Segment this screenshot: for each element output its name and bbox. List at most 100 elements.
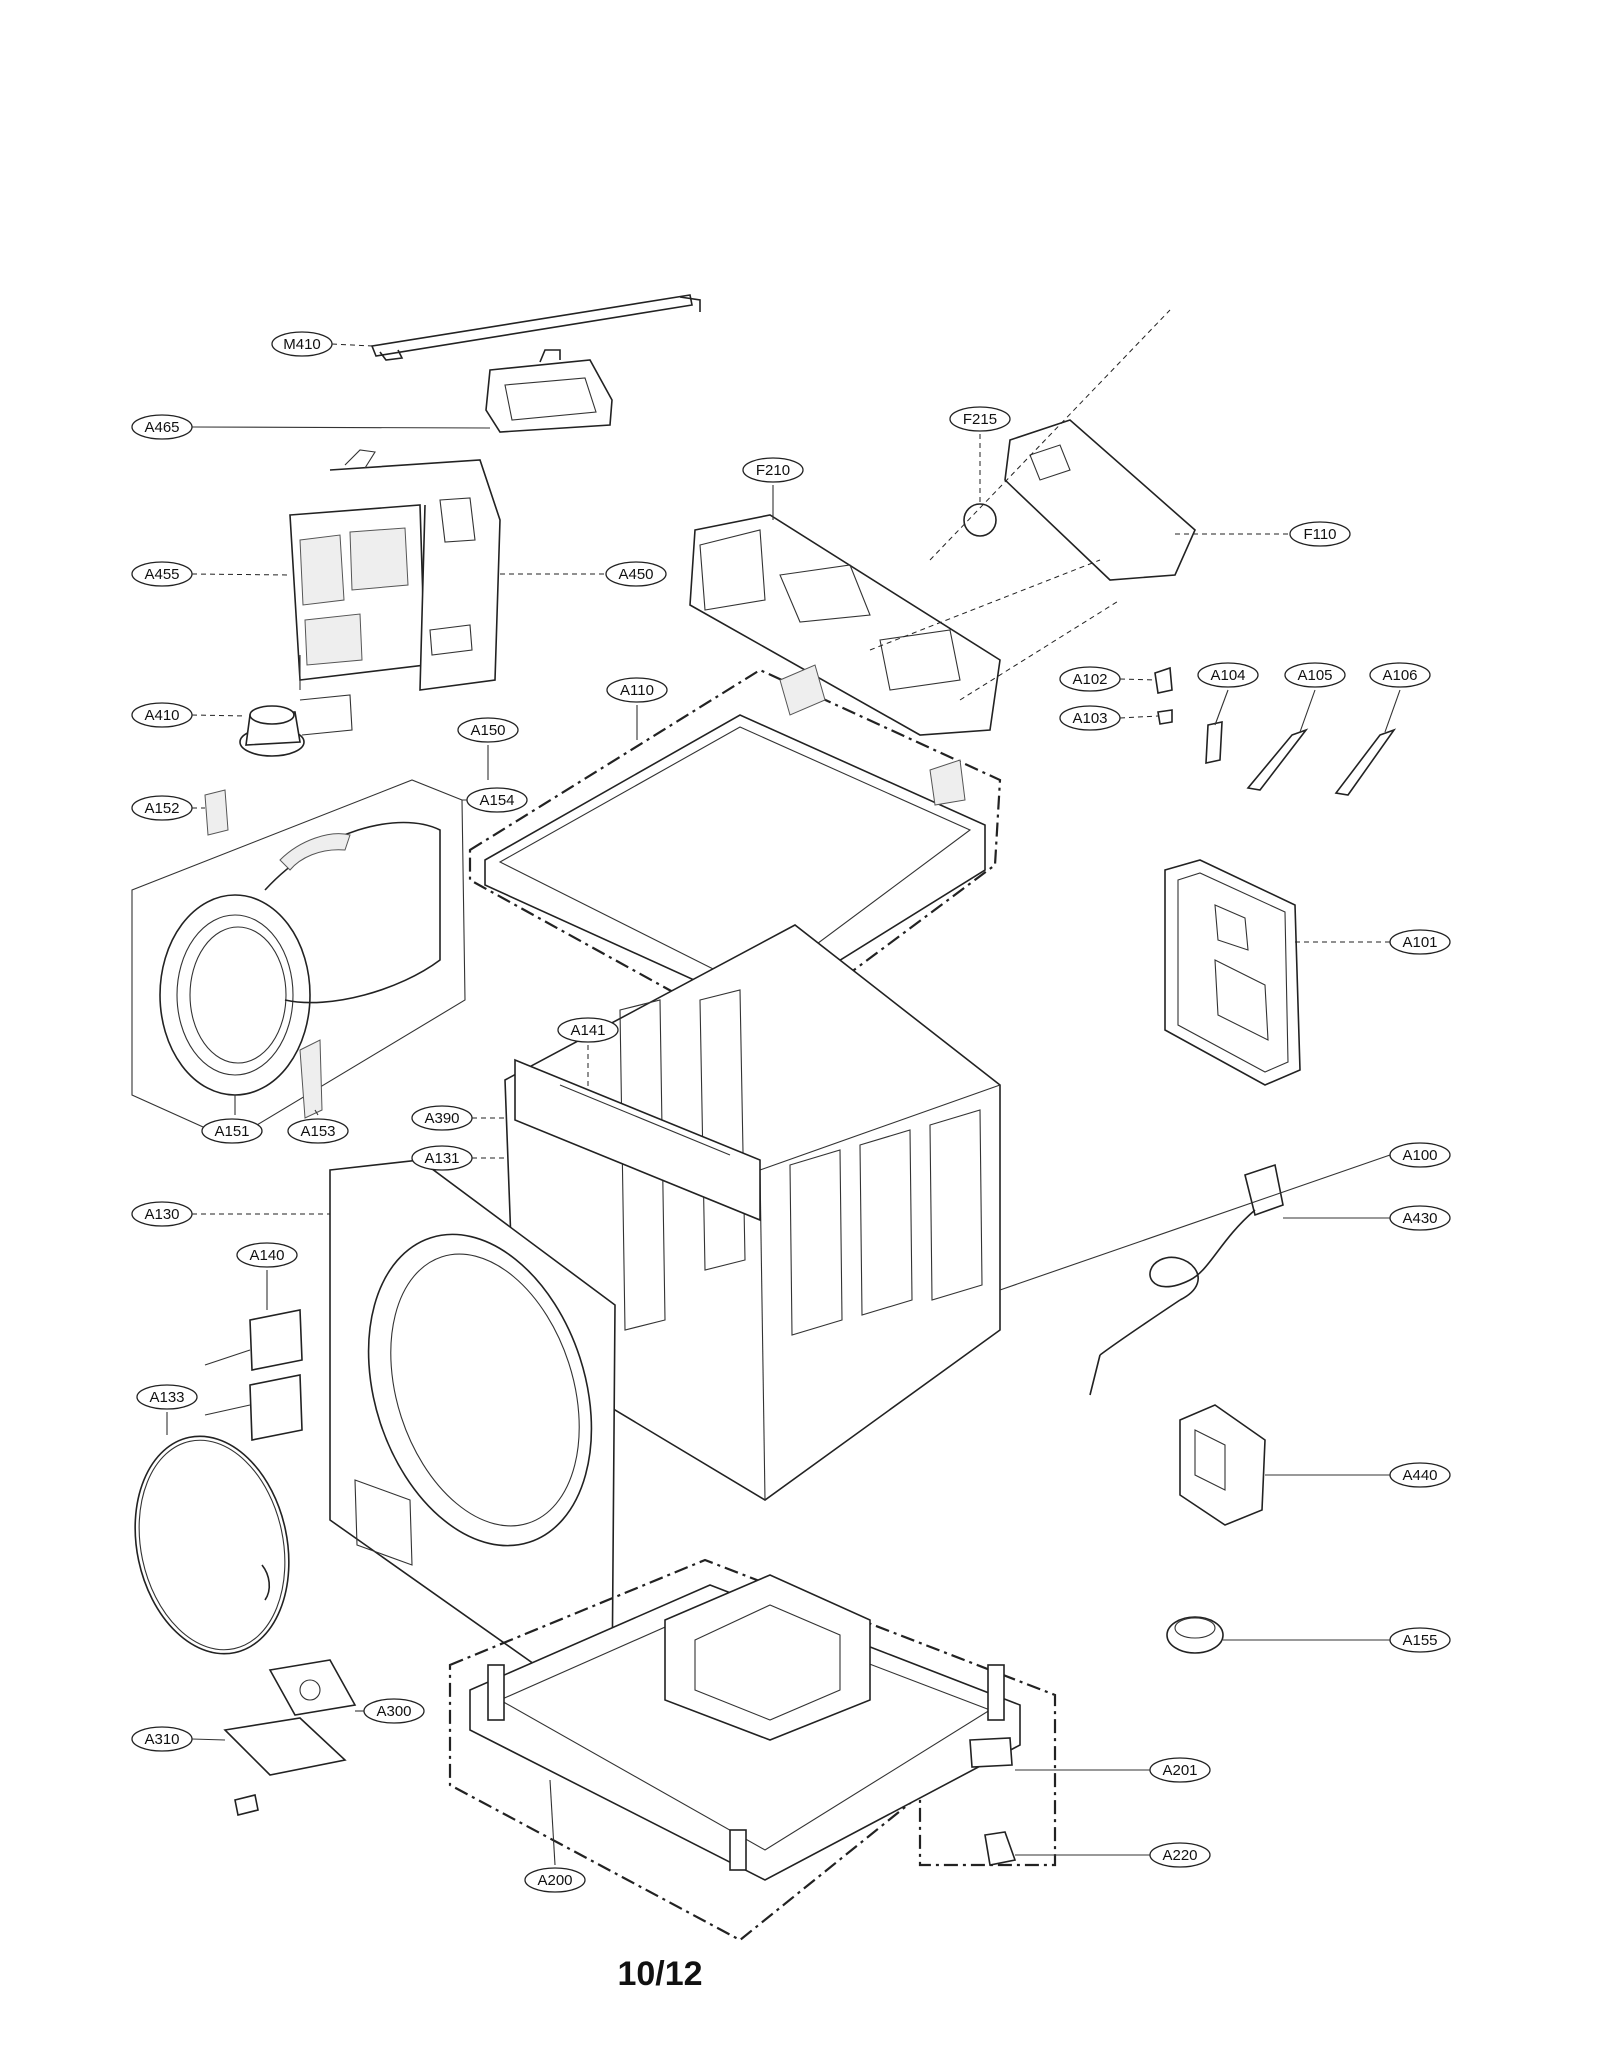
page-number: 10/12: [617, 1955, 703, 1993]
part-a101-rear-panel: [1164, 859, 1301, 1086]
callout-a440-oval: [1389, 1462, 1451, 1488]
callout-a102: A102: [1059, 666, 1121, 692]
callout-a141-oval: [557, 1017, 619, 1043]
callout-a201: A201: [1149, 1757, 1211, 1783]
part-f210-control-panel: [689, 309, 1196, 736]
callout-a150-text: A150: [470, 722, 505, 739]
callout-a390: A390: [411, 1105, 473, 1131]
callout-a410-text: A410: [144, 707, 179, 724]
callout-a131-oval: [411, 1145, 473, 1171]
callout-a105: A105: [1284, 662, 1346, 688]
callout-a155-text: A155: [1402, 1632, 1437, 1649]
callout-a141: A141: [557, 1017, 619, 1043]
callout-a103-text: A103: [1072, 710, 1107, 727]
callout-a200: A200: [524, 1867, 586, 1893]
part-a430-power-cord: [1089, 1163, 1284, 1396]
callout-a151-text: A151: [214, 1123, 249, 1140]
callout-a450-text: A450: [618, 566, 653, 583]
callout-a300: A300: [363, 1698, 425, 1724]
part-a455-a450-pcb: [289, 449, 501, 691]
callout-a104-text: A104: [1210, 667, 1245, 684]
callout-a152: A152: [131, 795, 193, 821]
callout-a140-oval: [236, 1242, 298, 1268]
callout-a300-oval: [363, 1698, 425, 1724]
callout-a390-oval: [411, 1105, 473, 1131]
callout-a101-text: A101: [1402, 934, 1437, 951]
callout-a130-text: A130: [144, 1206, 179, 1223]
callout-a106-oval: [1369, 662, 1431, 688]
callout-f110-oval: [1289, 521, 1351, 547]
part-a440-noise-filter: [1179, 1404, 1266, 1526]
callout-a151-oval: [201, 1118, 263, 1144]
callout-a101-oval: [1389, 929, 1451, 955]
callout-m410-text: M410: [283, 336, 321, 353]
callout-f110: F110: [1289, 521, 1351, 547]
callout-a153-oval: [287, 1118, 349, 1144]
callout-a310: A310: [131, 1726, 193, 1752]
part-a140-hinge: [204, 1309, 303, 1441]
callout-a110-text: A110: [620, 682, 654, 699]
callout-f215-text: F215: [963, 411, 997, 428]
callout-a410-oval: [131, 702, 193, 728]
callout-a465-oval: [131, 414, 193, 440]
callout-a133: A133: [136, 1384, 198, 1410]
callout-a450: A450: [605, 561, 667, 587]
callout-a154-oval: [466, 787, 528, 813]
callout-m410-oval: [271, 331, 333, 357]
callout-a430-text: A430: [1402, 1210, 1437, 1227]
callout-a200-oval: [524, 1867, 586, 1893]
callout-a455-oval: [131, 561, 193, 587]
part-a102-a106-fasteners: [1154, 666, 1397, 796]
callout-a103-oval: [1059, 705, 1121, 731]
callout-a101: A101: [1389, 929, 1451, 955]
callout-a100-text: A100: [1402, 1147, 1437, 1164]
callout-a141-text: A141: [570, 1022, 605, 1039]
callout-a102-oval: [1059, 666, 1121, 692]
callout-a133-text: A133: [149, 1389, 184, 1406]
callout-a110-oval: [606, 677, 668, 703]
callout-f215-oval: [949, 406, 1011, 432]
callout-a105-oval: [1284, 662, 1346, 688]
part-a150-door-assembly: [131, 779, 466, 1141]
callout-a465-text: A465: [144, 419, 179, 436]
part-a155-cap: [1166, 1616, 1224, 1654]
callout-a105-text: A105: [1297, 667, 1332, 684]
callout-a140-text: A140: [249, 1247, 284, 1264]
part-a465-frame: [485, 349, 613, 433]
callout-f210-oval: [742, 457, 804, 483]
callout-a151: A151: [201, 1118, 263, 1144]
callout-a133-oval: [136, 1384, 198, 1410]
callout-a150: A150: [457, 717, 519, 743]
callout-a110: A110: [606, 677, 668, 703]
callout-a104: A104: [1197, 662, 1259, 688]
part-a110-top-cover: [468, 664, 1002, 1042]
callout-m410: M410: [271, 331, 333, 357]
callout-a153: A153: [287, 1118, 349, 1144]
callout-a152-text: A152: [144, 800, 179, 817]
callout-f210-text: F210: [756, 462, 790, 479]
callout-a300-text: A300: [376, 1703, 411, 1720]
callout-a106: A106: [1369, 662, 1431, 688]
callout-a220-oval: [1149, 1842, 1211, 1868]
callout-a100: A100: [1389, 1142, 1451, 1168]
callout-a102-text: A102: [1072, 671, 1107, 688]
callout-a200-text: A200: [537, 1872, 572, 1889]
part-a133-gasket-ring: [134, 1435, 290, 1655]
part-a300-a310-cover: [223, 1659, 357, 1816]
callout-a130-oval: [131, 1201, 193, 1227]
callout-a104-oval: [1197, 662, 1259, 688]
callout-a155: A155: [1389, 1627, 1451, 1653]
callout-a140: A140: [236, 1242, 298, 1268]
callout-a455: A455: [131, 561, 193, 587]
callout-a455-text: A455: [144, 566, 179, 583]
callout-a201-oval: [1149, 1757, 1211, 1783]
callout-a154: A154: [466, 787, 528, 813]
leader-lines: [166, 343, 1401, 1866]
callout-a220: A220: [1149, 1842, 1211, 1868]
callout-a100-oval: [1389, 1142, 1451, 1168]
callout-a152-oval: [131, 795, 193, 821]
callout-f215: F215: [949, 406, 1011, 432]
callout-a410: A410: [131, 702, 193, 728]
callout-a440-text: A440: [1402, 1467, 1437, 1484]
